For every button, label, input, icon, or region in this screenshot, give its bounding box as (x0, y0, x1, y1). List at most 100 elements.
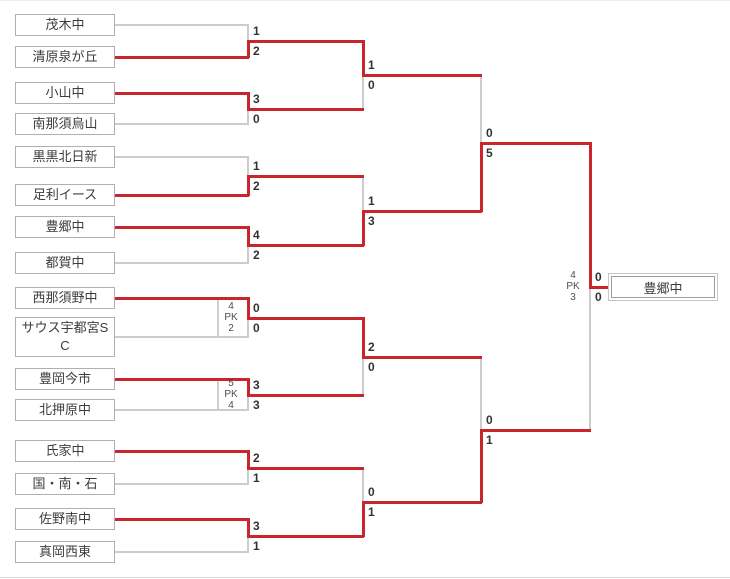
team-box: 小山中 (15, 82, 115, 104)
score-bottom: 0 (595, 290, 602, 304)
match-connector (480, 74, 482, 144)
team-box: 氏家中 (15, 440, 115, 462)
match-connector (247, 40, 250, 58)
score-top: 0 (486, 126, 493, 140)
team-entry-line (114, 56, 249, 59)
team-box: 真岡西東 (15, 541, 115, 563)
score-top: 3 (253, 519, 260, 533)
champion-name: 豊郷中 (611, 276, 715, 298)
page-top-border (0, 0, 730, 1)
winner-advance-line (480, 429, 591, 432)
match-connector (362, 40, 365, 76)
match-connector (247, 244, 249, 264)
team-entry-line (114, 262, 249, 264)
match-connector (480, 356, 482, 431)
team-entry-line (114, 551, 249, 553)
winner-advance-line (362, 501, 482, 504)
score-bottom: 0 (253, 321, 260, 335)
match-connector (362, 74, 364, 110)
match-connector (362, 175, 364, 212)
match-connector (362, 210, 365, 246)
champion-box: 豊郷中 (608, 273, 718, 301)
team-entry-line (114, 518, 249, 521)
match-connector (247, 175, 250, 196)
team-entry-line (114, 92, 249, 95)
team-box: 南那須烏山 (15, 113, 115, 135)
score-top: 2 (253, 451, 260, 465)
match-connector (362, 317, 365, 358)
team-box: 北押原中 (15, 399, 115, 421)
match-connector (247, 297, 250, 319)
match-connector (480, 142, 483, 212)
match-connector (247, 226, 250, 246)
match-connector (247, 317, 249, 338)
score-top: 1 (368, 194, 375, 208)
score-bottom: 0 (368, 78, 375, 92)
winner-advance-line (247, 317, 364, 320)
score-top: 2 (368, 340, 375, 354)
team-box: 足利イース (15, 184, 115, 206)
score-top: 3 (253, 378, 260, 392)
team-entry-line (114, 194, 249, 197)
team-entry-line (114, 409, 249, 411)
team-box: 豊岡今市 (15, 368, 115, 390)
match-connector (362, 467, 364, 503)
score-bottom: 3 (253, 398, 260, 412)
score-bottom: 2 (253, 179, 260, 193)
match-connector (247, 518, 250, 537)
page-bottom-border (0, 577, 730, 578)
match-connector (247, 92, 250, 110)
score-top: 3 (253, 92, 260, 106)
match-connector (480, 429, 483, 503)
score-top: 0 (595, 270, 602, 284)
score-bottom: 3 (368, 214, 375, 228)
match-connector (362, 501, 365, 537)
team-box: 茂木中 (15, 14, 115, 36)
winner-advance-line (480, 142, 591, 145)
score-bottom: 1 (368, 505, 375, 519)
winner-advance-line (247, 108, 364, 111)
match-connector (247, 156, 249, 177)
match-connector (247, 394, 249, 411)
score-bottom: 2 (253, 248, 260, 262)
team-box: 西那須野中 (15, 287, 115, 309)
team-box: 清原泉が丘 (15, 46, 115, 68)
score-top: 1 (253, 24, 260, 38)
match-connector (589, 142, 592, 288)
team-box: 都賀中 (15, 252, 115, 274)
team-entry-line (114, 483, 249, 485)
winner-advance-line (362, 210, 482, 213)
team-box: 黒黒北日新 (15, 146, 115, 168)
winner-advance-line (247, 40, 364, 43)
score-bottom: 2 (253, 44, 260, 58)
pk-result: 4 PK 2 (224, 301, 238, 334)
team-entry-line (114, 297, 249, 300)
team-entry-line (114, 226, 249, 229)
score-bottom: 1 (253, 539, 260, 553)
team-entry-line (114, 450, 249, 453)
winner-advance-line (247, 535, 364, 538)
match-connector (589, 286, 591, 431)
team-box: サウス宇都宮SC (15, 317, 115, 357)
team-box: 佐野南中 (15, 508, 115, 530)
team-entry-line (114, 336, 249, 338)
team-box: 国・南・石 (15, 473, 115, 495)
pk-cell-border (217, 297, 219, 338)
team-entry-line (114, 378, 249, 381)
winner-advance-line (247, 244, 364, 247)
winner-advance-line (247, 394, 364, 397)
match-connector (247, 108, 249, 125)
winner-advance-line (589, 286, 609, 289)
match-connector (247, 378, 250, 396)
pk-cell-border (217, 378, 219, 411)
score-top: 1 (368, 58, 375, 72)
winner-advance-line (247, 467, 364, 470)
score-top: 0 (253, 301, 260, 315)
score-bottom: 1 (486, 433, 493, 447)
score-bottom: 1 (253, 471, 260, 485)
winner-advance-line (362, 74, 482, 77)
match-connector (247, 450, 250, 469)
score-top: 0 (368, 485, 375, 499)
team-entry-line (114, 24, 249, 26)
